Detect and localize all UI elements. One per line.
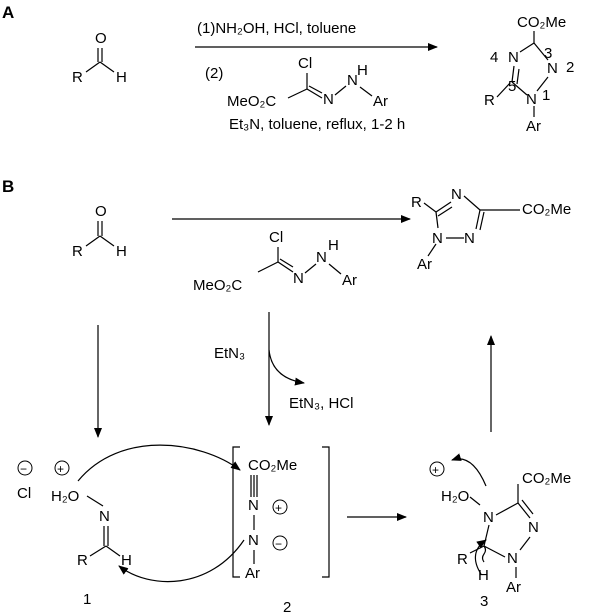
atom-r: R <box>484 92 495 109</box>
atom-r: R <box>77 552 88 569</box>
atom-n: N <box>248 497 259 514</box>
atom-h: H <box>357 62 368 79</box>
atom-o: O <box>95 203 107 220</box>
aldehyde-a: O R H <box>72 30 127 86</box>
atom-n: N <box>293 270 304 287</box>
atom-ar: Ar <box>245 565 260 582</box>
hydrazonoyl-chloride-b: Cl MeO₂C N N H Ar <box>193 229 357 294</box>
panel-a-label: A <box>2 3 14 22</box>
atom-n: N <box>248 532 259 549</box>
curved-arrow-2-to-1 <box>118 539 245 583</box>
curved-arrow-deprotonation <box>474 539 487 575</box>
atom-r: R <box>72 69 83 86</box>
atom-h: H <box>116 69 127 86</box>
atom-meo2c: MeO₂C <box>193 277 242 294</box>
atom-n: N <box>432 230 443 247</box>
atom-ar: Ar <box>373 93 388 110</box>
atom-co2me: CO₂Me <box>522 470 571 487</box>
atom-h: H <box>121 552 132 569</box>
ring-number-1: 1 <box>542 87 550 104</box>
atom-n1: N <box>526 91 537 108</box>
atom-ar: Ar <box>417 256 432 273</box>
atom-n: N <box>528 519 539 536</box>
atom-h2o: H₂O <box>441 488 469 505</box>
atom-co2me: CO₂Me <box>248 457 297 474</box>
atom-r: R <box>411 194 422 211</box>
plus-charge: + <box>432 463 439 477</box>
atom-n: N <box>464 230 475 247</box>
atom-ar: Ar <box>506 579 521 596</box>
atom-r: R <box>72 243 83 260</box>
minus-charge: − <box>275 537 282 551</box>
compound-3: + H₂O N CO₂Me N N R H Ar <box>429 453 571 596</box>
atom-n4: N <box>508 49 519 66</box>
compound-label-2: 2 <box>283 599 291 616</box>
atom-r: R <box>457 551 468 568</box>
atom-n: N <box>323 91 334 108</box>
atom-cl: Cl <box>269 229 283 246</box>
atom-n: N <box>451 186 462 203</box>
compound-label-3: 3 <box>480 593 488 610</box>
plus-charge: + <box>275 501 282 515</box>
atom-n: N <box>483 509 494 526</box>
compound-1: − Cl + H₂O N R H <box>17 460 132 569</box>
hydrazonoyl-chloride-a: Cl MeO₂C N N H Ar <box>227 55 388 110</box>
ring-number-3: 3 <box>544 45 552 62</box>
atom-h: H <box>478 567 489 584</box>
atom-h: H <box>328 237 339 254</box>
atom-n: N <box>316 249 327 266</box>
atom-cl: Cl <box>298 55 312 72</box>
condition-step2: (2) <box>205 65 223 82</box>
plus-charge: + <box>57 462 64 476</box>
atom-n: N <box>99 508 110 525</box>
atom-n2: N <box>547 60 558 77</box>
byproduct-label: EtN₃, HCl <box>289 395 353 412</box>
atom-n: N <box>507 550 518 567</box>
ring-number-5: 5 <box>508 78 516 95</box>
compound-label-1: 1 <box>83 591 91 608</box>
atom-h2o: H₂O <box>51 488 79 505</box>
curved-arrow-leaving-water <box>451 453 487 487</box>
condition-step1: (1)NH₂OH, HCl, toluene <box>197 20 356 37</box>
reagent-base: EtN₃ <box>214 345 245 362</box>
minus-charge: − <box>20 462 27 476</box>
condition-step2-reagents: Et₃N, toluene, reflux, 1-2 h <box>229 116 405 133</box>
compound-2: CO₂Me N + N − Ar <box>232 446 330 582</box>
atom-co2me: CO₂Me <box>522 201 571 218</box>
atom-o: O <box>95 30 107 47</box>
atom-n: N <box>347 72 358 89</box>
panel-b-label: B <box>2 177 14 196</box>
atom-meo2c: MeO₂C <box>227 93 276 110</box>
atom-h: H <box>116 243 127 260</box>
ring-number-2: 2 <box>566 59 574 76</box>
curved-arrow-1-to-2 <box>77 444 241 482</box>
triazole-product-b: R N CO₂Me N N Ar <box>411 186 571 273</box>
atom-ar: Ar <box>342 272 357 289</box>
aldehyde-b: O R H <box>72 203 127 260</box>
curved-arrow-byproduct <box>268 349 305 386</box>
ring-number-4: 4 <box>490 49 498 66</box>
triazole-product-a: CO₂Me N N N R Ar 4 3 2 1 5 <box>484 14 574 135</box>
atom-ar: Ar <box>526 118 541 135</box>
atom-co2me: CO₂Me <box>517 14 566 31</box>
chloride-ion: Cl <box>17 485 31 502</box>
